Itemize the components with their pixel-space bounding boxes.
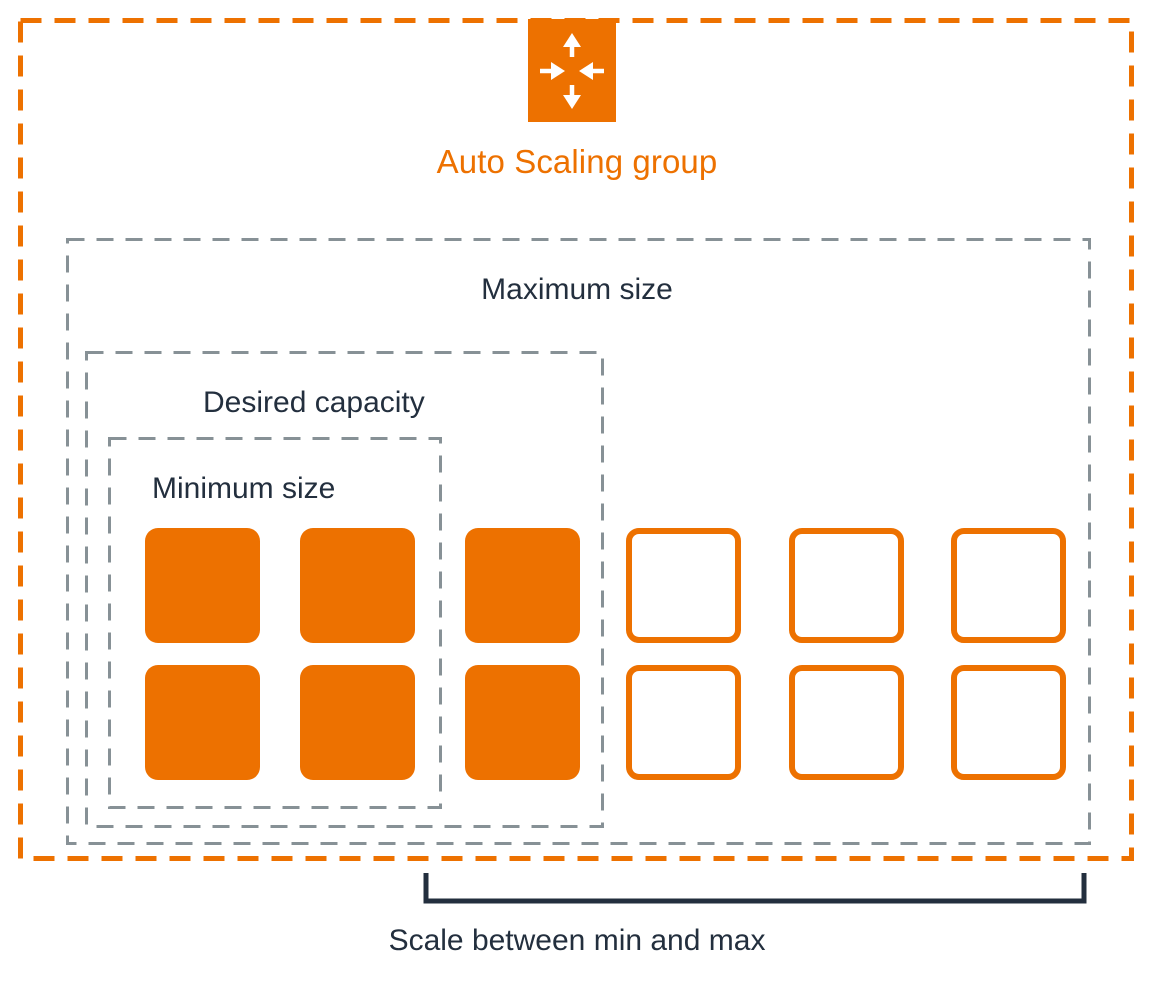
- desired-capacity-label: Desired capacity: [203, 386, 425, 419]
- maximum-size-label: Maximum size: [481, 273, 673, 306]
- scale-range-bracket: [420, 870, 1090, 910]
- auto-scaling-group-icon: [528, 19, 616, 122]
- minimum-size-label: Minimum size: [152, 472, 336, 505]
- scale-range-caption: Scale between min and max: [388, 924, 766, 957]
- page-title: Auto Scaling group: [436, 143, 718, 180]
